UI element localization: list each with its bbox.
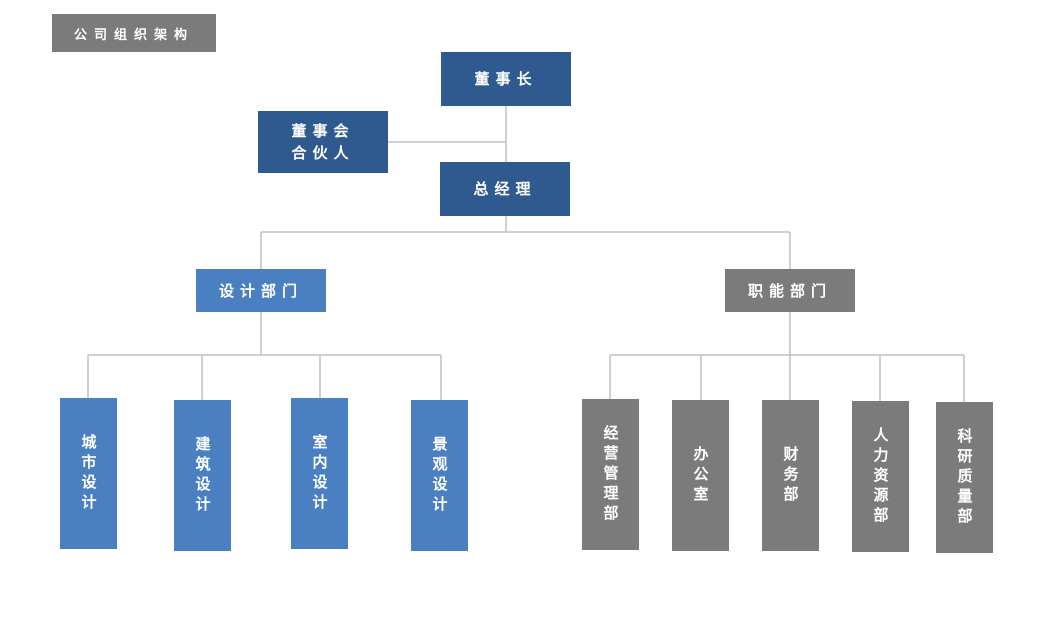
node-urban-design: 城市设计 bbox=[60, 398, 117, 549]
node-board-partners: 董事会 合伙人 bbox=[258, 111, 388, 173]
node-general-manager: 总经理 bbox=[440, 162, 570, 216]
node-interior-design: 室内设计 bbox=[291, 398, 348, 549]
node-architectural-design: 建筑设计 bbox=[174, 400, 231, 551]
node-landscape-design: 景观设计 bbox=[411, 400, 468, 551]
node-human-resources: 人力资源部 bbox=[852, 401, 909, 552]
node-office: 办公室 bbox=[672, 400, 729, 551]
node-chairman: 董事长 bbox=[441, 52, 571, 106]
node-research-quality: 科研质量部 bbox=[936, 402, 993, 553]
node-finance: 财务部 bbox=[762, 400, 819, 551]
node-design-department: 设计部门 bbox=[196, 269, 326, 312]
node-business-management: 经营管理部 bbox=[582, 399, 639, 550]
diagram-title-tag: 公司组织架构 bbox=[52, 14, 216, 52]
node-functional-department: 职能部门 bbox=[725, 269, 855, 312]
